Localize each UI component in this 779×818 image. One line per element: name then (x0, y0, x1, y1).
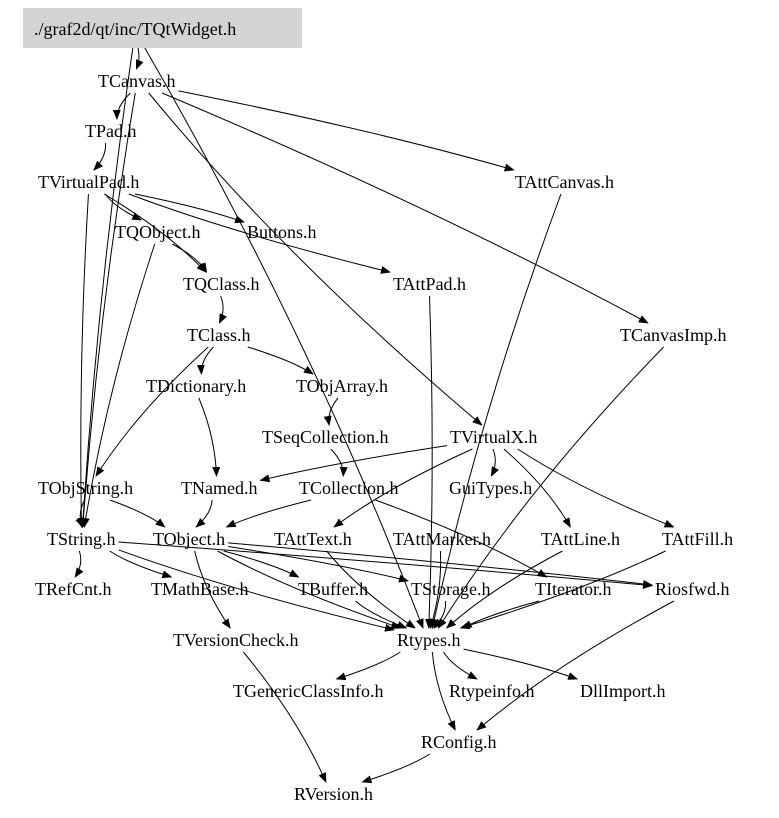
edge-tvirtualx-to-guitypes (490, 448, 500, 477)
node-trefcnt[interactable]: TRefCnt.h (35, 579, 112, 599)
node-rversion[interactable]: RVersion.h (294, 784, 373, 804)
edge-rconfig-to-rversion (361, 753, 431, 784)
edge-tnamed-to-tobject (195, 499, 213, 528)
edge-tdictionary-to-tnamed (198, 397, 221, 477)
edge-tattpad-to-rtypes (425, 295, 434, 629)
edge-tcanvas-to-tvirtualx (148, 92, 483, 426)
node-tattfill[interactable]: TAttFill.h (662, 529, 733, 549)
edge-tcanvas-to-tattcanvas (178, 90, 515, 172)
edge-tvirtualx-to-tattline (503, 448, 571, 528)
edge-tobject-to-tversioncheck (194, 550, 231, 629)
node-tgenericclassinfo[interactable]: TGenericClassInfo.h (233, 681, 383, 701)
node-tmathbase[interactable]: TMathBase.h (151, 579, 248, 599)
edge-tobjstring-to-tstring (75, 499, 86, 528)
edge-tattcanvas-to-rtypes (430, 193, 562, 629)
node-buttons[interactable]: Buttons.h (247, 222, 317, 242)
node-tvirtualx[interactable]: TVirtualX.h (450, 427, 537, 447)
edge-tversioncheck-to-rversion (242, 651, 327, 783)
edge-tcollection-to-tobject (225, 499, 312, 528)
edge-tobject-to-tstorage (228, 545, 409, 583)
edge-tclass-to-tobjarray (247, 346, 314, 375)
edge-tstring-to-trefcnt (74, 550, 84, 578)
edge-tattmarker-to-rtypes (429, 550, 442, 629)
edge-tobjarray-to-tseqcollection (323, 397, 339, 426)
edge-tobjstring-to-tobject (109, 499, 166, 528)
edge-rtypes-to-rtypeinfo (443, 651, 478, 680)
edge-tvirtualpad-to-buttons (134, 193, 245, 223)
node-tcanvas[interactable]: TCanvas.h (98, 71, 175, 91)
edge-tattline-to-rtypes (446, 550, 563, 629)
edge-tvirtualx-to-tattfill (517, 448, 675, 528)
node-tcollection[interactable]: TCollection.h (299, 478, 398, 498)
edge-tcanvasimp-to-rtypes (437, 346, 664, 629)
node-rconfig[interactable]: RConfig.h (421, 732, 497, 752)
edge-rtypes-to-dllimport (463, 648, 579, 680)
edge-tseqcollection-to-tcollection (330, 448, 348, 477)
edge-tqobject-to-tqclass (172, 243, 208, 273)
edge-tclass-to-tobjstring (95, 346, 209, 477)
node-tseqcollection[interactable]: TSeqCollection.h (262, 427, 388, 447)
nodes-layer: ./graf2d/qt/inc/TQtWidget.h TCanvas.h TP… (23, 8, 733, 804)
node-tobjarray[interactable]: TObjArray.h (296, 376, 388, 396)
node-tdictionary[interactable]: TDictionary.h (146, 376, 246, 396)
edge-tatttext-to-rtypes (326, 550, 416, 629)
edge-tqtwidget-to-tstring (79, 40, 135, 528)
edge-tcollection-to-titerator (375, 499, 548, 578)
edge-tcanvas-to-tstring (79, 92, 136, 528)
node-tclass[interactable]: TClass.h (187, 325, 251, 345)
edge-tvirtualx-to-tatttext (333, 448, 473, 528)
node-tqclass[interactable]: TQClass.h (183, 274, 260, 294)
edge-tstorage-to-rtypes (433, 600, 447, 629)
node-tstring[interactable]: TString.h (47, 529, 116, 549)
edge-tclass-to-tdictionary (196, 346, 214, 375)
edge-rtypes-to-tgenericclassinfo (335, 651, 401, 681)
node-tvirtualpad[interactable]: TVirtualPad.h (38, 172, 139, 192)
node-tattcanvas[interactable]: TAttCanvas.h (515, 172, 614, 192)
edge-tattfill-to-rtypes (459, 550, 666, 630)
edge-titerator-to-rtypes (461, 600, 540, 629)
edge-tcanvas-to-tcanvasimp (161, 92, 649, 324)
node-tqtwidget[interactable]: ./graf2d/qt/inc/TQtWidget.h (34, 19, 236, 39)
node-tattpad[interactable]: TAttPad.h (393, 274, 466, 294)
edge-tobject-to-rtypes (217, 550, 402, 629)
edge-tstring-to-tmathbase (109, 550, 173, 579)
edge-tstring-to-rtypes (118, 549, 395, 632)
edge-tvirtualpad-to-tqclass (104, 193, 207, 273)
edge-tvirtualpad-to-tattpad (128, 193, 391, 274)
edge-tqtwidget-to-rtypes (140, 40, 424, 629)
edge-tqobject-to-tstring (81, 243, 156, 528)
node-dllimport[interactable]: DllImport.h (580, 681, 666, 701)
edges-layer (74, 40, 675, 784)
node-tstorage[interactable]: TStorage.h (411, 579, 490, 599)
edge-tbuffer-to-rtypes (355, 600, 408, 629)
node-guitypes[interactable]: GuiTypes.h (449, 478, 532, 498)
edge-tqclass-to-tclass (218, 295, 227, 324)
node-tattline[interactable]: TAttLine.h (541, 529, 620, 549)
edge-tobject-to-tbuffer (223, 550, 300, 578)
edge-tvirtualpad-to-tstring (77, 193, 89, 528)
node-tbuffer[interactable]: TBuffer.h (298, 579, 368, 599)
node-tpad[interactable]: TPad.h (85, 121, 137, 141)
node-rtypeinfo[interactable]: Rtypeinfo.h (449, 681, 535, 701)
edge-rtypes-to-rconfig (431, 651, 456, 731)
node-tobject[interactable]: TObject.h (153, 529, 225, 549)
edge-tvirtualx-to-tnamed (259, 445, 448, 483)
node-tnamed[interactable]: TNamed.h (181, 478, 257, 498)
edge-tpad-to-tvirtualpad (93, 142, 107, 171)
node-rtypes[interactable]: Rtypes.h (397, 630, 461, 650)
node-tqobject[interactable]: TQObject.h (115, 222, 200, 242)
node-titerator[interactable]: TIterator.h (535, 579, 611, 599)
node-tobjstring[interactable]: TObjString.h (38, 478, 133, 498)
node-tatttext[interactable]: TAttText.h (274, 529, 352, 549)
node-tcanvasimp[interactable]: TCanvasImp.h (620, 325, 726, 345)
edge-tcanvas-to-tpad (112, 92, 131, 120)
edge-tstring-to-riosfwd (118, 541, 653, 589)
node-tversioncheck[interactable]: TVersionCheck.h (173, 630, 298, 650)
node-riosfwd[interactable]: Riosfwd.h (655, 579, 730, 599)
root-node-highlight (23, 8, 302, 48)
edge-riosfwd-to-rconfig (476, 600, 675, 731)
node-tattmarker[interactable]: TAttMarker.h (393, 529, 491, 549)
